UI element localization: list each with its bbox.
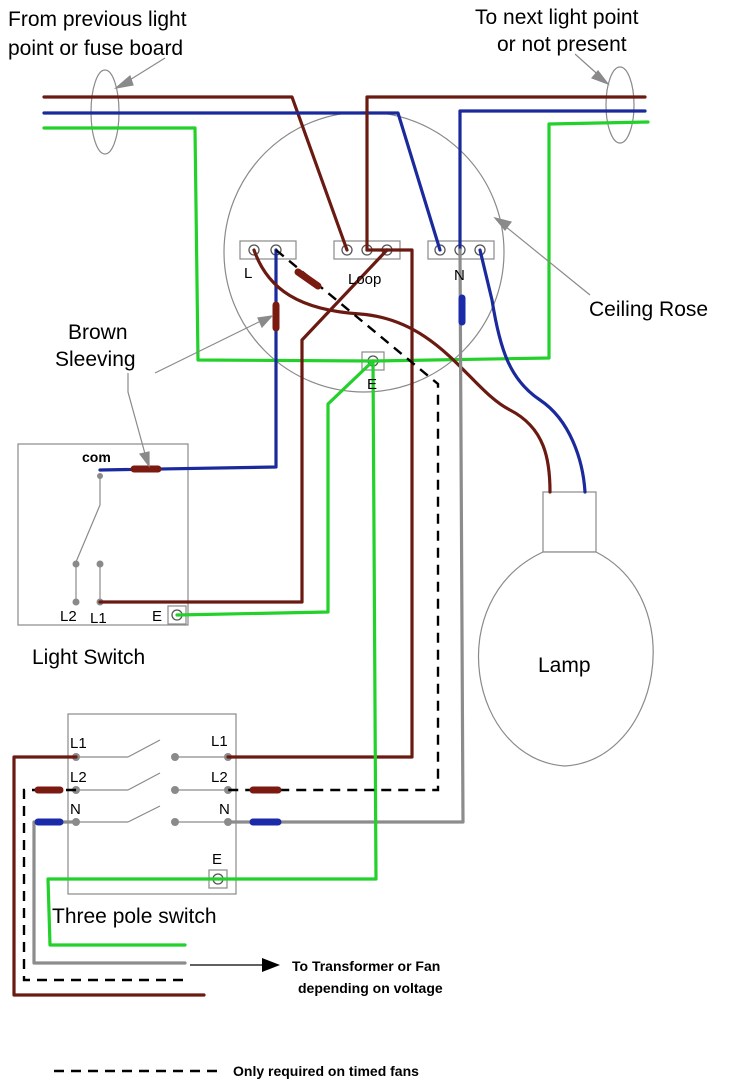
label-light-switch: Light Switch bbox=[32, 646, 145, 669]
transformer-arrow-head bbox=[262, 958, 280, 972]
wire-out-live bbox=[365, 95, 647, 252]
three-pole-contacts bbox=[72, 739, 232, 826]
label-3p-N-right: N bbox=[219, 801, 230, 818]
label-3p-L1-left: L1 bbox=[70, 735, 87, 752]
lamp-holder bbox=[542, 491, 597, 553]
wire-supply-earth bbox=[42, 126, 375, 363]
label-from-previous-1: From previous light bbox=[8, 8, 187, 31]
label-rose-L: L bbox=[244, 265, 252, 282]
wire-out-transformer-neutral bbox=[32, 820, 187, 965]
label-rose-loop: Loop bbox=[348, 271, 381, 288]
label-3p-L2-right: L2 bbox=[211, 769, 228, 786]
wire-lamp-live bbox=[252, 248, 552, 494]
label-3p-L2-left: L2 bbox=[70, 769, 87, 786]
lamp-bulb bbox=[477, 551, 654, 767]
label-lamp: Lamp bbox=[538, 654, 591, 677]
label-switch-com: com bbox=[82, 449, 111, 465]
label-3p-E: E bbox=[212, 851, 222, 868]
label-switch-L2: L2 bbox=[60, 608, 77, 625]
label-three-pole-switch: Three pole switch bbox=[52, 905, 217, 928]
label-switch-E: E bbox=[152, 608, 162, 625]
label-rose-N: N bbox=[454, 267, 465, 284]
three-pole-switch-box bbox=[67, 713, 237, 895]
callout-arrows bbox=[113, 53, 610, 468]
wire-out-earth bbox=[371, 120, 650, 363]
label-brown-sleeving-1: Brown bbox=[68, 321, 128, 344]
light-switch-l2-contact-top bbox=[72, 560, 80, 568]
label-brown-sleeving-2: Sleeving bbox=[55, 348, 136, 371]
label-ceiling-rose: Ceiling Rose bbox=[589, 298, 708, 321]
wire-switch-return bbox=[98, 248, 389, 604]
light-switch-arm bbox=[75, 504, 101, 563]
wire-3p-n-in bbox=[226, 248, 465, 824]
label-legend-dashed: Only required on timed fans bbox=[233, 1063, 419, 1079]
wire-out-transformer-live bbox=[12, 755, 206, 997]
wire-out-neutral bbox=[458, 109, 647, 252]
light-switch-com-contact bbox=[97, 473, 103, 479]
label-rose-E: E bbox=[367, 376, 377, 393]
wire-3p-l1-in bbox=[226, 248, 414, 759]
label-to-next-1: To next light point bbox=[475, 6, 639, 29]
rose-terminal-L bbox=[239, 240, 297, 260]
label-from-previous-2: point or fuse board bbox=[8, 37, 183, 60]
wire-supply-neutral bbox=[42, 111, 442, 252]
label-3p-N-left: N bbox=[70, 801, 81, 818]
wire-3p-earth bbox=[46, 359, 378, 947]
label-to-next-2: or not present bbox=[497, 33, 627, 56]
sleeve-dashed-l2 bbox=[294, 268, 322, 290]
label-switch-L1: L1 bbox=[90, 610, 107, 627]
label-3p-L1-right: L1 bbox=[211, 733, 228, 750]
label-transformer-1: To Transformer or Fan bbox=[292, 958, 440, 974]
label-transformer-2: depending on voltage bbox=[298, 980, 443, 996]
wire-supply-live bbox=[42, 95, 349, 252]
wire-switch-earth bbox=[175, 359, 375, 617]
light-switch-l1-contact-top bbox=[96, 560, 104, 568]
light-switch-l2-contact bbox=[72, 598, 80, 606]
light-switch-box bbox=[17, 443, 189, 626]
wire-3p-l2-dashed bbox=[228, 249, 440, 792]
cable-gland-right bbox=[605, 66, 635, 144]
wire-lamp-neutral bbox=[478, 248, 587, 494]
